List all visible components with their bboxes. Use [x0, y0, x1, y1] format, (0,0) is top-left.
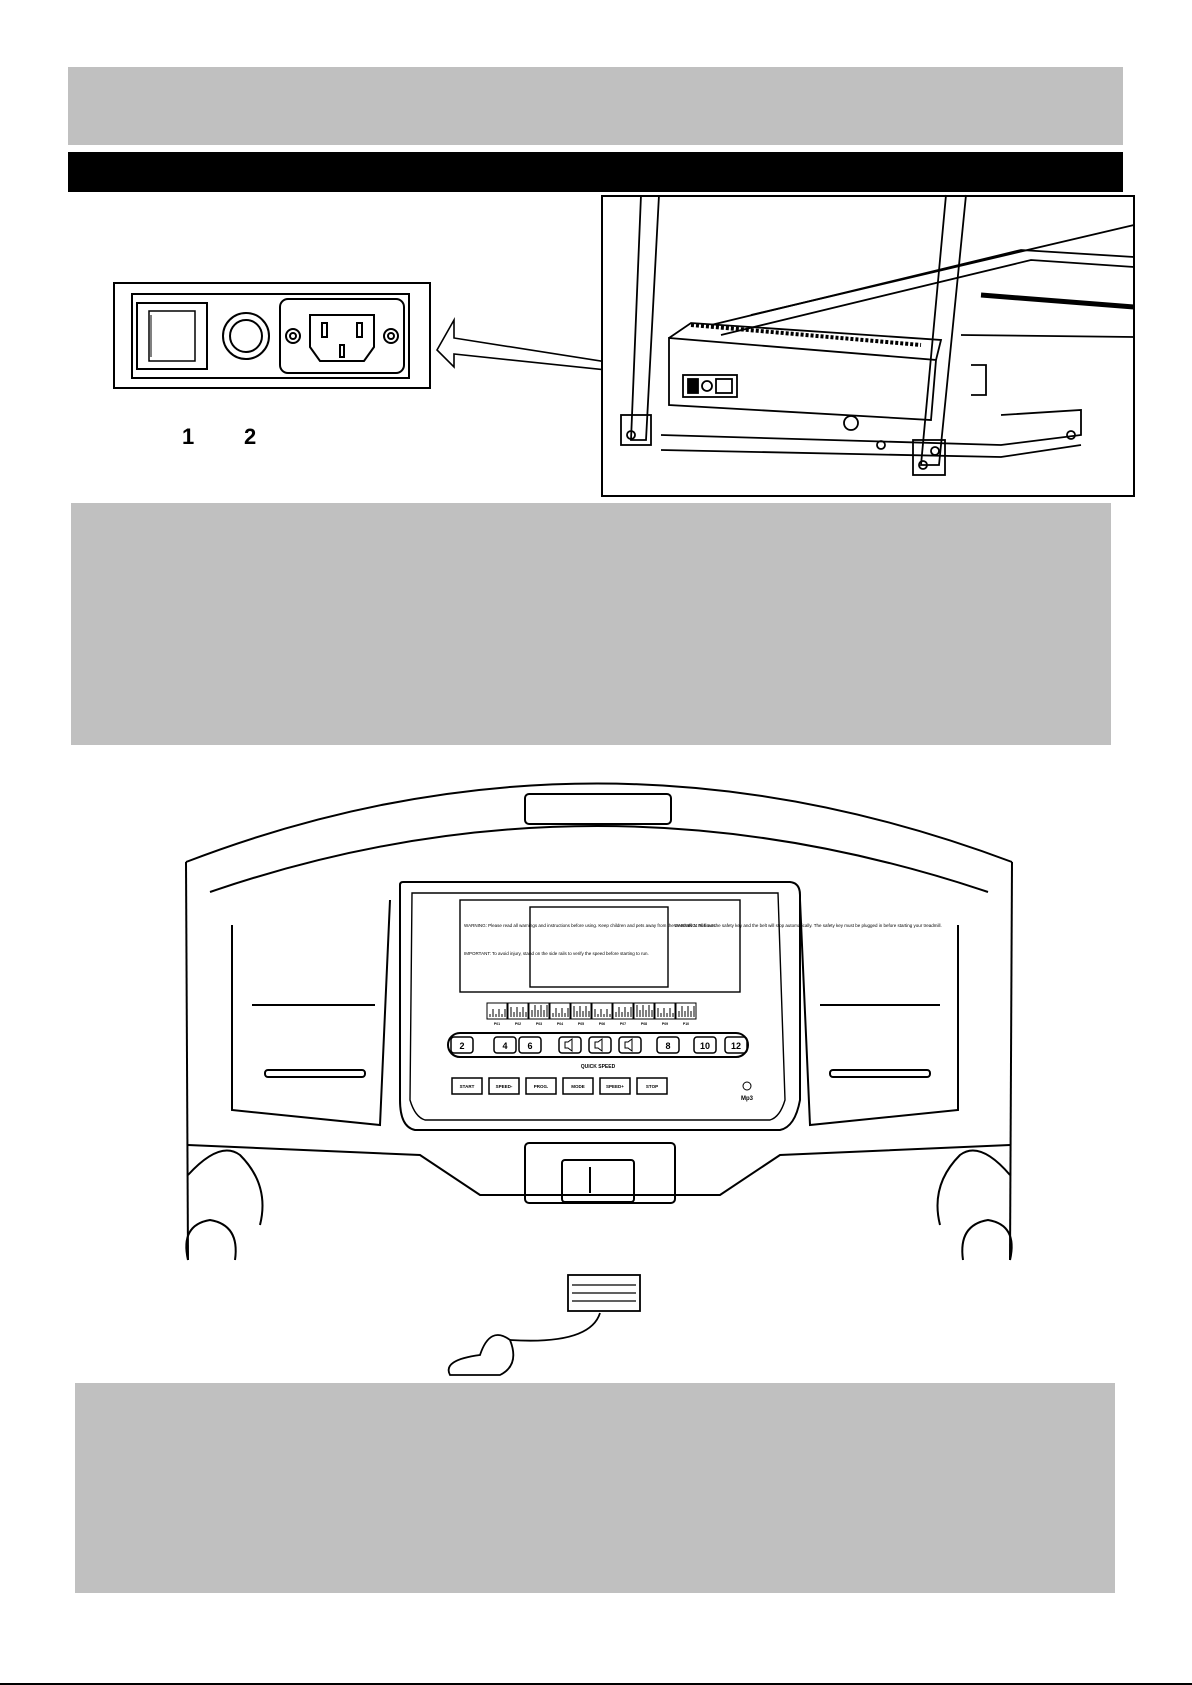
svg-text:P01: P01	[494, 1022, 500, 1026]
header-band	[68, 67, 1123, 145]
svg-text:P09: P09	[662, 1022, 668, 1026]
svg-text:PROG.: PROG.	[534, 1084, 549, 1089]
instruction-band-2	[75, 1383, 1115, 1593]
program-profile: P07	[612, 1002, 634, 1026]
svg-text:P08: P08	[641, 1022, 647, 1026]
quick-speed-key[interactable]: 4	[493, 1036, 517, 1054]
program-profile: P04	[549, 1002, 571, 1026]
power-switch-icon	[136, 302, 208, 370]
svg-text:P10: P10	[683, 1022, 689, 1026]
svg-text:SPEED+: SPEED+	[606, 1084, 624, 1089]
treadmill-rear-view	[601, 194, 1135, 497]
svg-text:10: 10	[700, 1041, 710, 1051]
quick-speed-key[interactable]: 10	[693, 1036, 717, 1054]
function-key[interactable]: PROG.	[525, 1077, 557, 1095]
quick-speed-label: QUICK SPEED	[581, 1064, 616, 1070]
page-border	[0, 1683, 1192, 1685]
program-profile: P03	[528, 1002, 550, 1026]
svg-text:P02: P02	[515, 1022, 521, 1026]
svg-text:MODE: MODE	[571, 1084, 585, 1089]
function-key[interactable]: MODE	[562, 1077, 594, 1095]
svg-text:2: 2	[459, 1041, 464, 1051]
function-key[interactable]: SPEED-	[488, 1077, 520, 1095]
volume-icon[interactable]	[618, 1036, 642, 1054]
svg-text:P04: P04	[557, 1022, 563, 1026]
quick-speed-key[interactable]: 2	[450, 1036, 474, 1054]
warning-right-text: WARNING: Pull out the safety key and the…	[674, 923, 942, 928]
svg-text:START: START	[460, 1084, 475, 1089]
mp3-label: Mp3	[741, 1096, 754, 1102]
console-diagram: WARNING: Please read all warnings and in…	[185, 782, 1013, 1376]
safety-key-icon	[447, 1274, 641, 1376]
circuit-breaker-icon	[222, 312, 270, 360]
svg-text:8: 8	[665, 1041, 670, 1051]
power-socket-icon	[279, 298, 405, 374]
program-profile: P08	[633, 1002, 655, 1026]
svg-text:SPEED-: SPEED-	[496, 1084, 513, 1089]
quick-speed-key[interactable]: 6	[518, 1036, 542, 1054]
svg-text:P05: P05	[578, 1022, 584, 1026]
function-key[interactable]: SPEED+	[599, 1077, 631, 1095]
svg-text:4: 4	[502, 1041, 507, 1051]
function-key[interactable]: START	[451, 1077, 483, 1095]
program-profile: P10	[675, 1002, 697, 1026]
power-panel-diagram	[113, 282, 646, 389]
svg-text:STOP: STOP	[646, 1084, 658, 1089]
quick-speed-key[interactable]: 8	[656, 1036, 680, 1054]
important-left-text: IMPORTANT: To avoid injury, stand on the…	[464, 951, 649, 956]
instruction-band-1	[71, 503, 1111, 745]
svg-text:6: 6	[527, 1041, 532, 1051]
program-profile: P06	[591, 1002, 613, 1026]
callout-1: 1	[182, 424, 195, 449]
svg-text:P06: P06	[599, 1022, 605, 1026]
volume-icon[interactable]	[558, 1036, 582, 1054]
callout-2: 2	[244, 424, 257, 449]
warning-left-text: WARNING: Please read all warnings and in…	[464, 923, 716, 928]
program-profile: P01	[486, 1002, 508, 1026]
program-profile: P09	[654, 1002, 676, 1026]
program-profile: P05	[570, 1002, 592, 1026]
svg-text:P03: P03	[536, 1022, 542, 1026]
svg-text:12: 12	[731, 1041, 741, 1051]
svg-text:P07: P07	[620, 1022, 626, 1026]
quick-speed-key[interactable]: 12	[724, 1036, 748, 1054]
function-key[interactable]: STOP	[636, 1077, 668, 1095]
section-title-bar	[68, 152, 1123, 192]
volume-icon[interactable]	[588, 1036, 612, 1054]
program-profile: P02	[507, 1002, 529, 1026]
